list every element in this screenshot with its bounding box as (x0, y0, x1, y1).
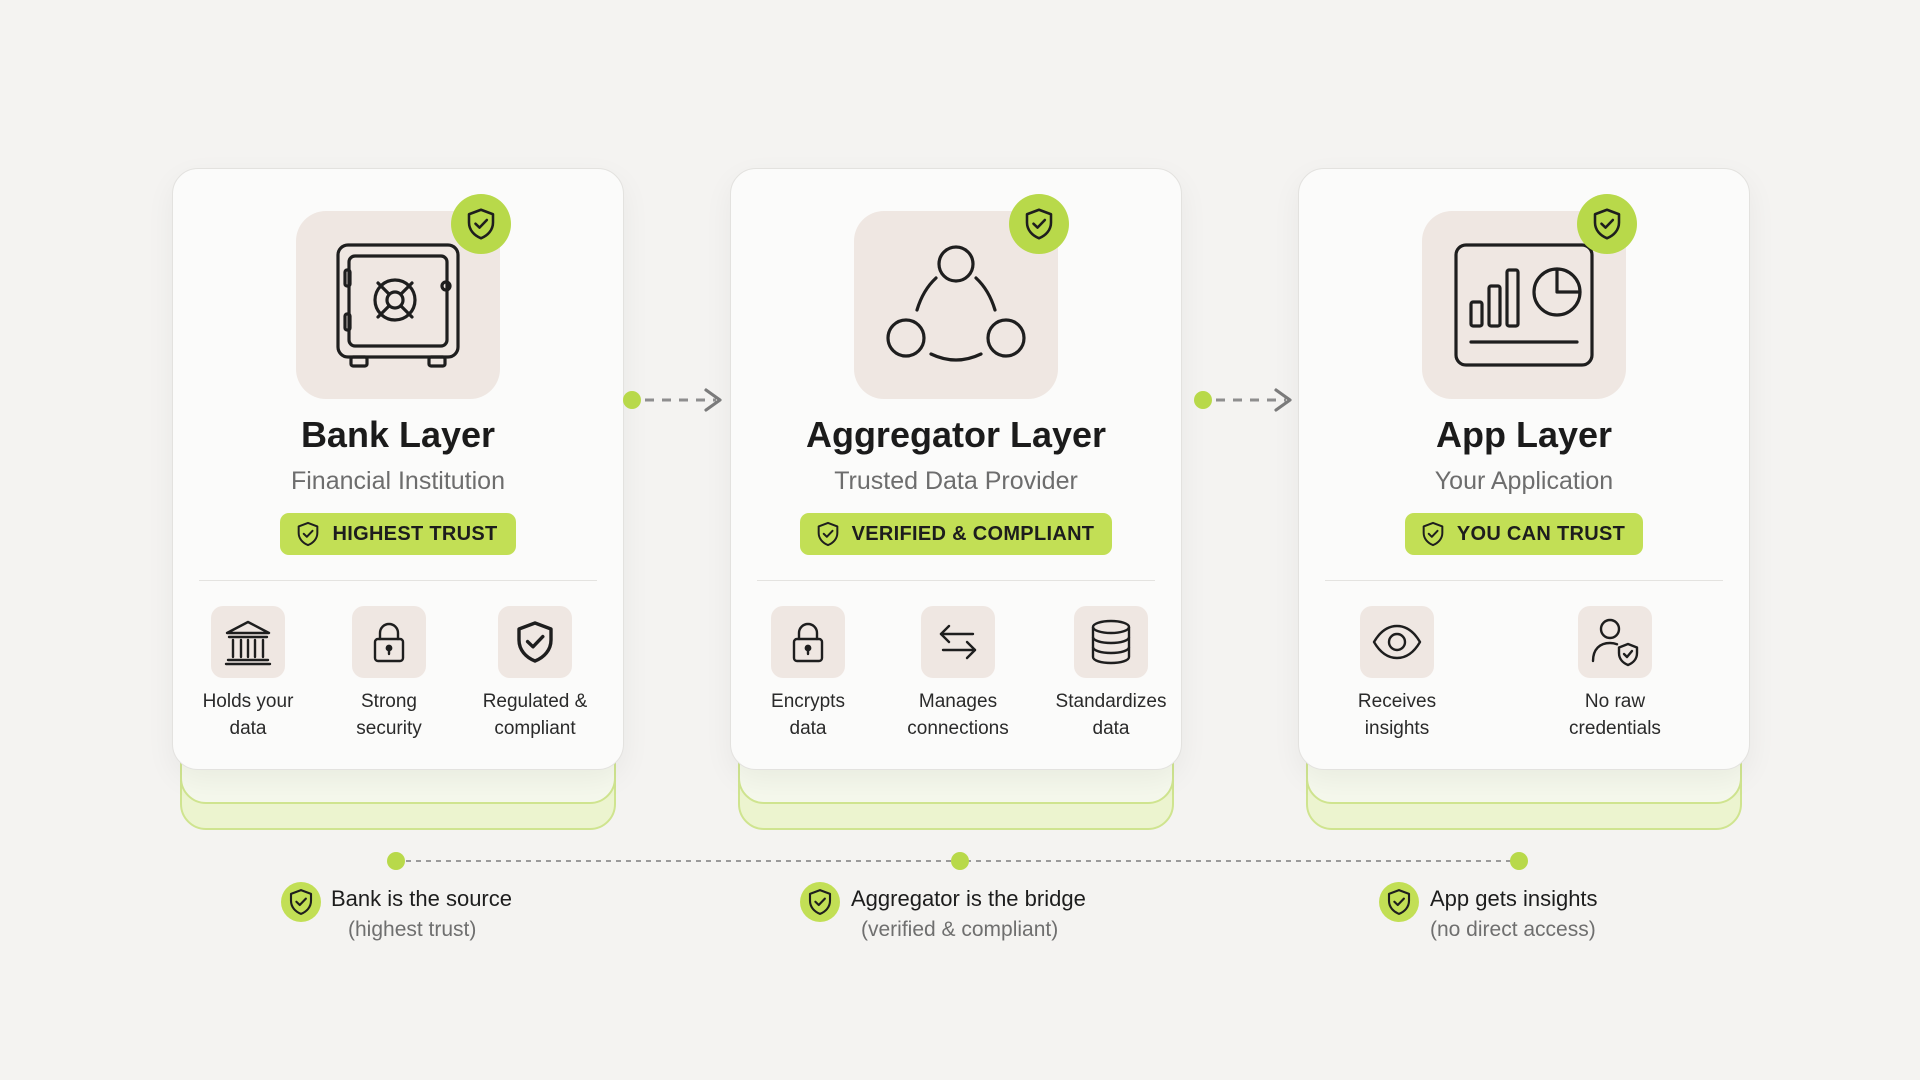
shield-check-icon (800, 882, 840, 922)
padlock-icon (352, 606, 426, 678)
feature-strong-security: Strong security (319, 606, 459, 742)
bank-building-icon (211, 606, 285, 678)
eye-icon (1360, 606, 1434, 678)
feature-regulated: Regulated & compliant (465, 606, 605, 742)
shield-check-badge-icon (451, 194, 511, 254)
trust-badge-label: YOU CAN TRUST (1456, 522, 1626, 545)
connector-bank-to-aggregator (623, 388, 722, 412)
trust-badge: YOU CAN TRUST (1404, 513, 1644, 555)
feature-label: Holds your data (202, 691, 294, 739)
app-layer-card-group: App Layer Your Application YOU CAN TRUST… (1298, 168, 1750, 830)
feature-label: Strong security (356, 691, 422, 739)
shield-check-icon (1379, 882, 1419, 922)
trust-badge-label: HIGHEST TRUST (332, 522, 498, 545)
summary-bank-main: Bank is the source (331, 886, 512, 911)
feature-label: Standardizes data (1055, 691, 1167, 739)
feature-holds-data: Holds your data (178, 606, 318, 742)
feature-label: Encrypts data (771, 691, 845, 739)
feature-encrypts-data: Encrypts data (738, 606, 878, 742)
feature-no-raw-credentials: No raw credentials (1545, 606, 1685, 742)
feature-label: No raw credentials (1569, 691, 1661, 739)
shield-check-badge-icon (1577, 194, 1637, 254)
timeline (387, 852, 1528, 870)
layer-title: App Layer (1435, 414, 1613, 455)
safe-icon (296, 211, 500, 399)
feature-standardizes-data: Standardizes data (1041, 606, 1181, 742)
database-icon (1074, 606, 1148, 678)
summary-aggregator-sub: (verified & compliant) (861, 918, 1059, 941)
layer-subtitle: Trusted Data Provider (834, 467, 1078, 495)
arrows-exchange-icon (921, 606, 995, 678)
feature-label: Receives insights (1357, 691, 1437, 739)
shield-check-badge-icon (1009, 194, 1069, 254)
aggregator-layer-card: Aggregator Layer Trusted Data Provider V… (730, 168, 1182, 770)
divider (199, 580, 597, 581)
feature-label: Manages connections (907, 691, 1009, 739)
dashboard-chart-icon (1422, 211, 1626, 399)
summary-bank-sub: (highest trust) (348, 918, 477, 941)
summary-app-main: App gets insights (1430, 886, 1598, 911)
connector-aggregator-to-app (1194, 388, 1292, 412)
summary-aggregator-main: Aggregator is the bridge (851, 886, 1086, 911)
user-shield-icon (1578, 606, 1652, 678)
layer-subtitle: Your Application (1434, 467, 1614, 495)
aggregator-layer-card-group: Aggregator Layer Trusted Data Provider V… (730, 168, 1182, 830)
trust-badge: VERIFIED & COMPLIANT (799, 513, 1113, 555)
bank-layer-card-group: Bank Layer Financial Institution HIGHEST… (172, 168, 624, 830)
padlock-icon (771, 606, 845, 678)
layer-subtitle: Financial Institution (290, 467, 505, 495)
trust-badge-label: VERIFIED & COMPLIANT (851, 522, 1095, 545)
feature-manages-connections: Manages connections (888, 606, 1028, 742)
layer-title: Aggregator Layer (805, 414, 1107, 455)
summary-app-sub: (no direct access) (1430, 918, 1596, 941)
trust-badge: HIGHEST TRUST (280, 513, 516, 555)
bank-layer-card: Bank Layer Financial Institution HIGHEST… (172, 168, 624, 770)
feature-label: Regulated & compliant (482, 691, 588, 739)
layer-title: Bank Layer (300, 414, 496, 455)
divider (757, 580, 1155, 581)
shield-check-icon (498, 606, 572, 678)
divider (1325, 580, 1723, 581)
feature-receives-insights: Receives insights (1327, 606, 1467, 742)
app-layer-card: App Layer Your Application YOU CAN TRUST… (1298, 168, 1750, 770)
shield-check-icon (281, 882, 321, 922)
